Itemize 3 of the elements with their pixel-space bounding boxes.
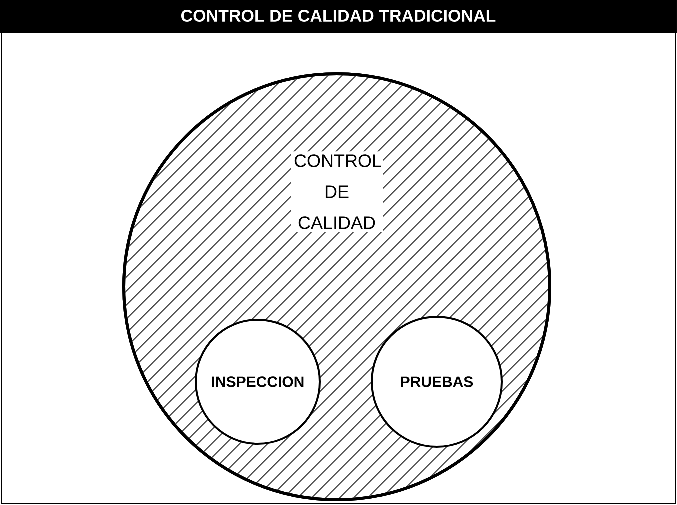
circle-node: INSPECCION xyxy=(195,318,321,445)
circle-node: PRUEBAS xyxy=(371,316,503,448)
title-bar: CONTROL DE CALIDAD TRADICIONAL xyxy=(0,0,677,33)
